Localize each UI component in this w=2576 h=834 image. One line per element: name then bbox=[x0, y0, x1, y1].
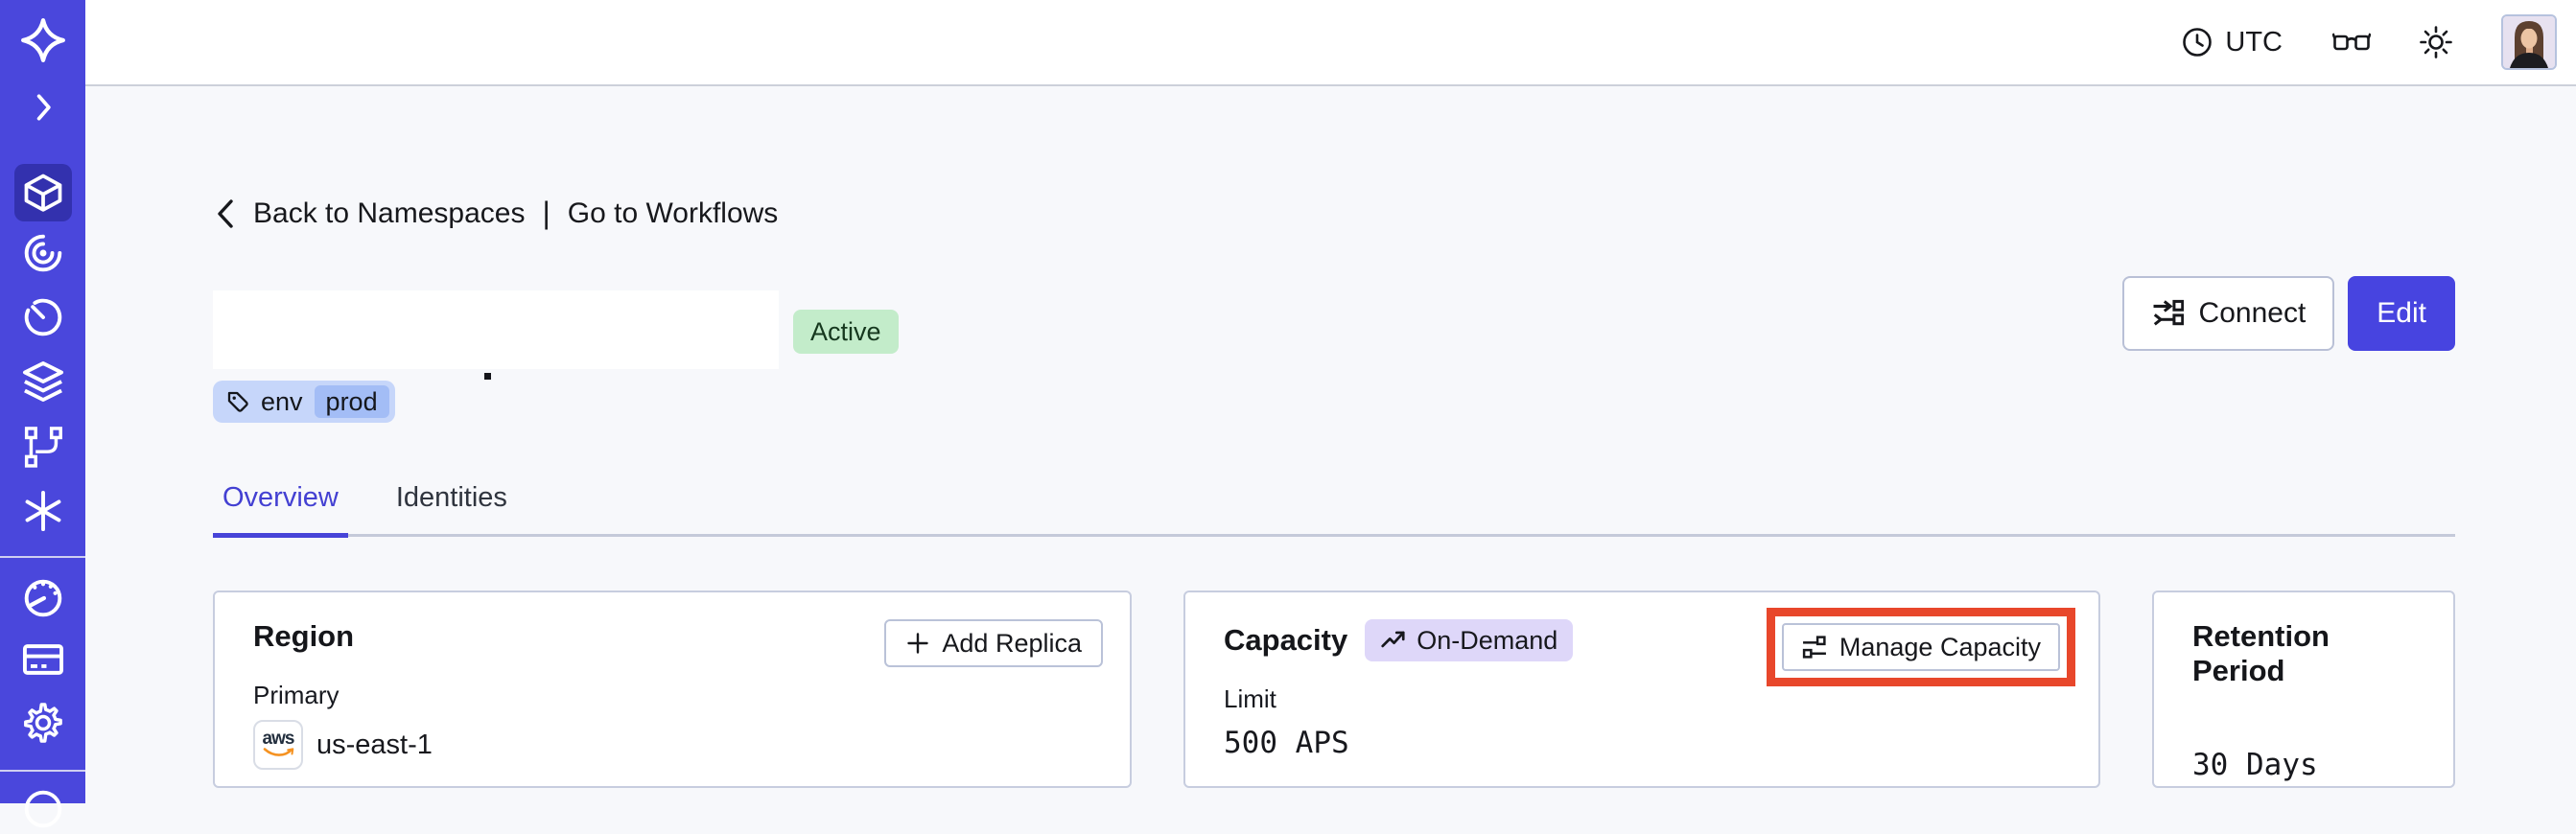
timezone-label: UTC bbox=[2225, 26, 2283, 58]
primary-label: Primary bbox=[253, 681, 340, 709]
sidebar-item-deployments[interactable] bbox=[0, 357, 85, 406]
edit-button-label: Edit bbox=[2377, 297, 2426, 329]
aws-logo-text: aws bbox=[262, 729, 295, 749]
sidebar-item-nexus[interactable] bbox=[0, 486, 85, 536]
edit-button[interactable]: Edit bbox=[2348, 276, 2455, 351]
region-value-row: aws us-east-1 bbox=[253, 720, 1103, 770]
sidebar-divider bbox=[0, 556, 85, 558]
tag-key: env bbox=[261, 386, 303, 416]
namespace-title-artifact bbox=[484, 373, 491, 380]
manage-capacity-button[interactable]: Manage Capacity bbox=[1781, 623, 2060, 671]
tab-identities[interactable]: Identities bbox=[395, 482, 507, 513]
limit-label: Limit bbox=[1224, 684, 1276, 713]
breadcrumb: Back to Namespaces | Go to Workflows bbox=[213, 196, 2455, 231]
capacity-card: Capacity On-Demand Manage Capacity Limit… bbox=[1183, 591, 2100, 788]
connect-button[interactable]: Connect bbox=[2121, 276, 2335, 351]
namespace-title-redaction bbox=[213, 290, 779, 369]
globe-icon bbox=[24, 790, 61, 828]
trend-up-icon bbox=[1381, 631, 1405, 648]
tab-bar: Overview Identities bbox=[213, 482, 2455, 538]
tag-value: prod bbox=[314, 385, 389, 418]
go-to-workflows-link[interactable]: Go to Workflows bbox=[567, 197, 779, 229]
sidebar-item-batch-operations[interactable] bbox=[0, 422, 85, 472]
sidebar-item-workflows[interactable] bbox=[0, 228, 85, 278]
retention-card: Retention Period 30 Days bbox=[2152, 591, 2455, 788]
sidebar-item-billing[interactable] bbox=[0, 635, 85, 684]
reader-glasses-icon[interactable] bbox=[2332, 30, 2371, 55]
namespaces-cube-icon bbox=[24, 174, 61, 212]
tag-row: env prod bbox=[213, 381, 2455, 423]
active-item-highlight bbox=[13, 164, 72, 221]
region-card: Region Add Replica Primary aws us-east-1 bbox=[213, 591, 1132, 788]
ondemand-badge: On-Demand bbox=[1365, 619, 1574, 661]
temporal-logo[interactable] bbox=[0, 15, 85, 65]
batch-branch-icon bbox=[24, 427, 62, 468]
main-content: Back to Namespaces | Go to Workflows Act… bbox=[85, 88, 2576, 803]
sidebar-item-bottom-partial[interactable] bbox=[0, 784, 85, 834]
clock-icon bbox=[2183, 28, 2213, 57]
workflows-spiral-icon bbox=[24, 234, 61, 272]
expand-sidebar-chevron-icon[interactable] bbox=[0, 86, 85, 128]
back-chevron-icon[interactable] bbox=[213, 197, 238, 231]
breadcrumb-separator: | bbox=[542, 196, 550, 230]
back-to-namespaces-link[interactable]: Back to Namespaces bbox=[253, 197, 526, 229]
theme-sun-icon[interactable] bbox=[2419, 25, 2453, 59]
ondemand-label: On-Demand bbox=[1417, 625, 1558, 655]
capacity-card-title: Capacity bbox=[1224, 623, 1348, 657]
header-actions: Connect Edit bbox=[2121, 276, 2455, 351]
schedules-clock-icon bbox=[24, 298, 61, 336]
retention-value: 30 Days bbox=[2192, 748, 2318, 782]
sidebar-item-usage[interactable] bbox=[0, 573, 85, 623]
retention-card-title: Retention Period bbox=[2192, 619, 2330, 687]
sidebar-item-namespaces[interactable] bbox=[0, 164, 85, 221]
tag-icon bbox=[227, 391, 248, 412]
region-value: us-east-1 bbox=[316, 729, 433, 760]
nexus-asterisk-icon bbox=[25, 490, 60, 532]
aws-smile-icon bbox=[263, 748, 294, 756]
billing-card-icon bbox=[22, 644, 63, 675]
connect-flow-icon bbox=[2153, 299, 2184, 326]
usage-gauge-icon bbox=[24, 579, 61, 617]
status-badge: Active bbox=[793, 310, 899, 354]
sidebar-item-schedules[interactable] bbox=[0, 292, 85, 342]
sidebar-item-settings[interactable] bbox=[0, 698, 85, 748]
plus-icon bbox=[907, 633, 929, 654]
add-replica-button[interactable]: Add Replica bbox=[884, 619, 1103, 667]
annotation-highlight-box: Manage Capacity bbox=[1766, 608, 2075, 686]
topbar: UTC bbox=[85, 0, 2576, 86]
deployments-layers-icon bbox=[22, 360, 63, 403]
overview-cards: Region Add Replica Primary aws us-east-1… bbox=[213, 591, 2455, 788]
connect-button-label: Connect bbox=[2198, 297, 2307, 329]
timezone-selector[interactable]: UTC bbox=[2181, 26, 2283, 58]
manage-capacity-label: Manage Capacity bbox=[1838, 632, 2041, 661]
add-replica-label: Add Replica bbox=[942, 628, 1082, 658]
sliders-icon bbox=[1802, 636, 1826, 659]
limit-value: 500 APS bbox=[1224, 726, 1349, 760]
namespace-header: Active Connect Edit bbox=[213, 276, 2455, 380]
settings-gear-icon bbox=[23, 703, 62, 743]
tab-overview[interactable]: Overview bbox=[213, 482, 348, 538]
aws-logo: aws bbox=[253, 720, 303, 770]
namespace-tag-chip[interactable]: env prod bbox=[213, 381, 395, 423]
sidebar bbox=[0, 0, 85, 828]
avatar[interactable] bbox=[2501, 14, 2557, 70]
sidebar-divider bbox=[0, 770, 85, 772]
region-card-title: Region bbox=[253, 619, 355, 653]
